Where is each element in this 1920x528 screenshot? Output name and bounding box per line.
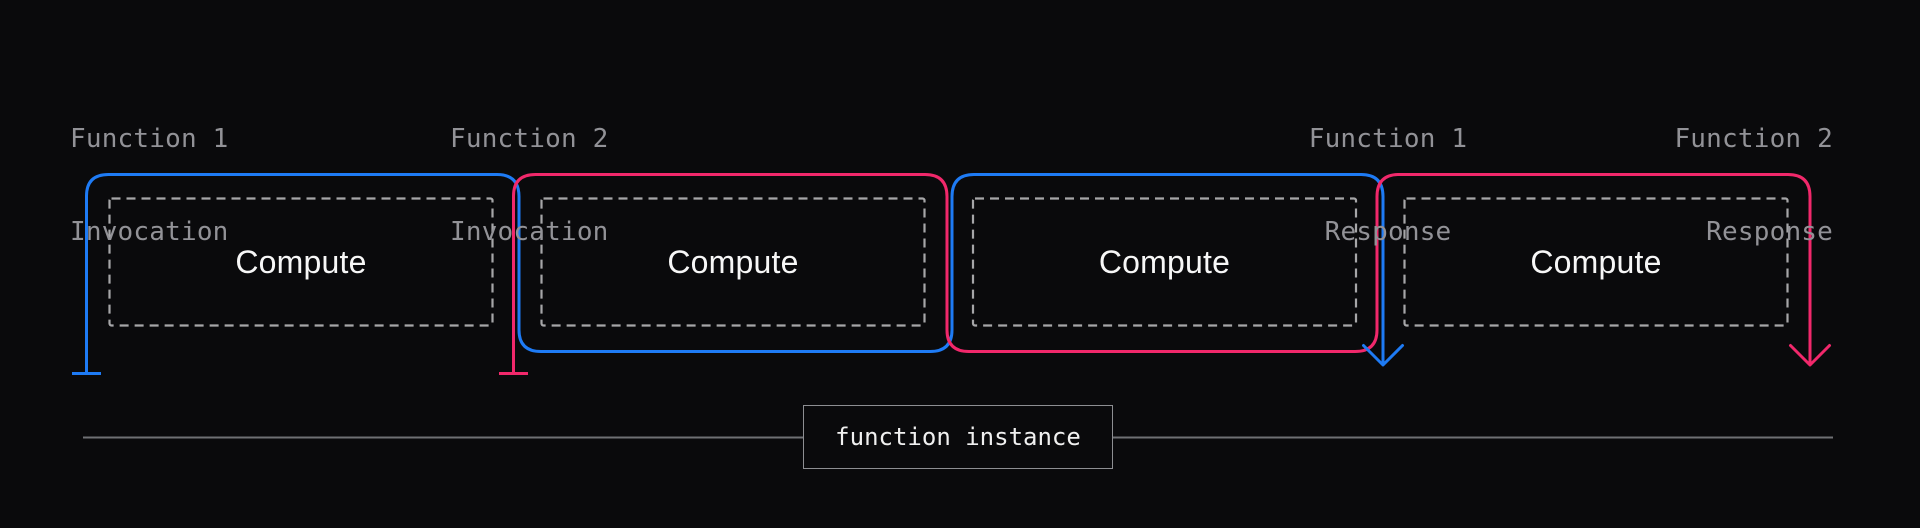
compute-box-label-4: Compute xyxy=(1530,243,1662,280)
label-line: Function 2 xyxy=(450,124,609,154)
label-line: Function 2 xyxy=(1674,124,1833,154)
label-line: Response xyxy=(1706,217,1833,247)
label-function1-response: Function 1 Response xyxy=(1309,62,1468,310)
function-instance-chip: function instance xyxy=(803,405,1113,469)
function1-lifeline-path xyxy=(85,173,1385,374)
function2-response-arrow-icon xyxy=(1789,344,1831,367)
label-function1-invocation: Function 1 Invocation xyxy=(70,62,229,310)
compute-box-label-3: Compute xyxy=(1098,243,1231,280)
label-line: Function 1 xyxy=(1308,124,1468,154)
compute-box-outline-4 xyxy=(1403,197,1789,327)
function1-response-arrow-icon xyxy=(1362,344,1404,367)
label-line: Function 1 xyxy=(70,124,229,154)
label-line: Response xyxy=(1324,217,1452,247)
compute-box-outline-2 xyxy=(540,197,926,327)
compute-box-label-2: Compute xyxy=(667,243,799,280)
label-function2-invocation: Function 2 Invocation xyxy=(450,62,609,310)
label-line: Invocation xyxy=(450,217,609,247)
function-instance-label: function instance xyxy=(835,423,1081,451)
function2-lifeline-path xyxy=(512,173,1812,374)
compute-box-outline-1 xyxy=(108,197,494,327)
compute-box-outline-3 xyxy=(971,197,1358,327)
label-line: Invocation xyxy=(70,217,229,247)
compute-box-label-1: Compute xyxy=(235,243,367,280)
label-function2-response: Function 2 Response xyxy=(1674,62,1833,310)
